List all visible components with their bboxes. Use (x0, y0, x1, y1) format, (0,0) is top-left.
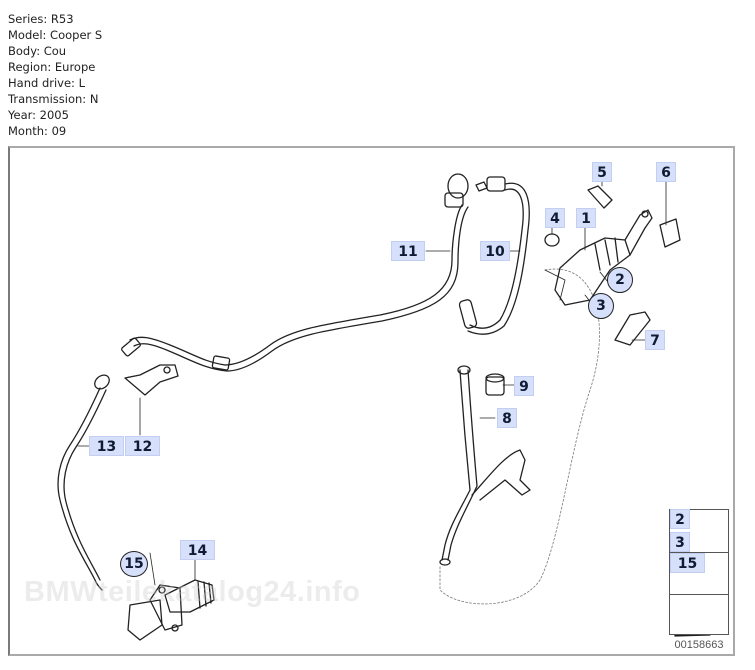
part-label-9[interactable]: 9 (514, 376, 534, 396)
legend-label-15[interactable]: 15 (670, 553, 705, 573)
clip-6 (659, 218, 681, 248)
hose-8 (441, 369, 471, 561)
nut-4 (544, 233, 560, 247)
series-text: Series: R53 (8, 12, 74, 26)
part-label-7[interactable]: 7 (645, 330, 665, 350)
part-label-15[interactable]: 15 (120, 551, 148, 577)
part-label-4[interactable]: 4 (545, 208, 565, 228)
legend-label-2[interactable]: 2 (670, 509, 690, 529)
part-label-1[interactable]: 1 (576, 208, 596, 228)
part-label-14[interactable]: 14 (180, 540, 215, 560)
hand-drive-text: Hand drive: L (8, 76, 85, 90)
dashed-outline (439, 268, 600, 605)
body-text: Body: Cou (8, 44, 67, 58)
part-label-8[interactable]: 8 (497, 408, 517, 428)
bracket-12 (124, 364, 179, 396)
part-label-2[interactable]: 2 (607, 267, 633, 293)
part-label-12[interactable]: 12 (125, 436, 160, 456)
connector-13 (94, 374, 110, 390)
part-label-13[interactable]: 13 (89, 436, 124, 456)
legend-divider (670, 594, 728, 595)
transmission-text: Transmission: N (8, 92, 99, 106)
region-text: Region: Europe (8, 60, 96, 74)
pipe-10 (469, 188, 524, 329)
reservoir-fitting (447, 173, 469, 199)
part-label-10[interactable]: 10 (480, 241, 510, 261)
year-text: Year: 2005 (8, 108, 69, 122)
diagram-frame (8, 146, 735, 656)
master-cylinder-1 (554, 209, 653, 306)
vehicle-info: Series: R53 Model: Cooper S Body: Cou Re… (8, 11, 102, 139)
month-text: Month: 09 (8, 124, 67, 138)
grommet-9 (485, 376, 505, 396)
image-number: 00158663 (674, 639, 724, 651)
part-label-5[interactable]: 5 (592, 162, 612, 182)
watermark: BMWteilekatalog24.info (24, 576, 361, 608)
legend-label-3[interactable]: 3 (670, 532, 690, 552)
part-label-6[interactable]: 6 (656, 162, 676, 182)
part-label-3[interactable]: 3 (588, 293, 614, 319)
pipe-main (129, 336, 226, 366)
pipe-11 (224, 204, 463, 366)
cover-7 (614, 311, 651, 346)
model-text: Model: Cooper S (8, 28, 103, 42)
legend-divider (670, 552, 728, 553)
part-label-11[interactable]: 11 (391, 241, 425, 261)
pin-5 (587, 185, 613, 209)
